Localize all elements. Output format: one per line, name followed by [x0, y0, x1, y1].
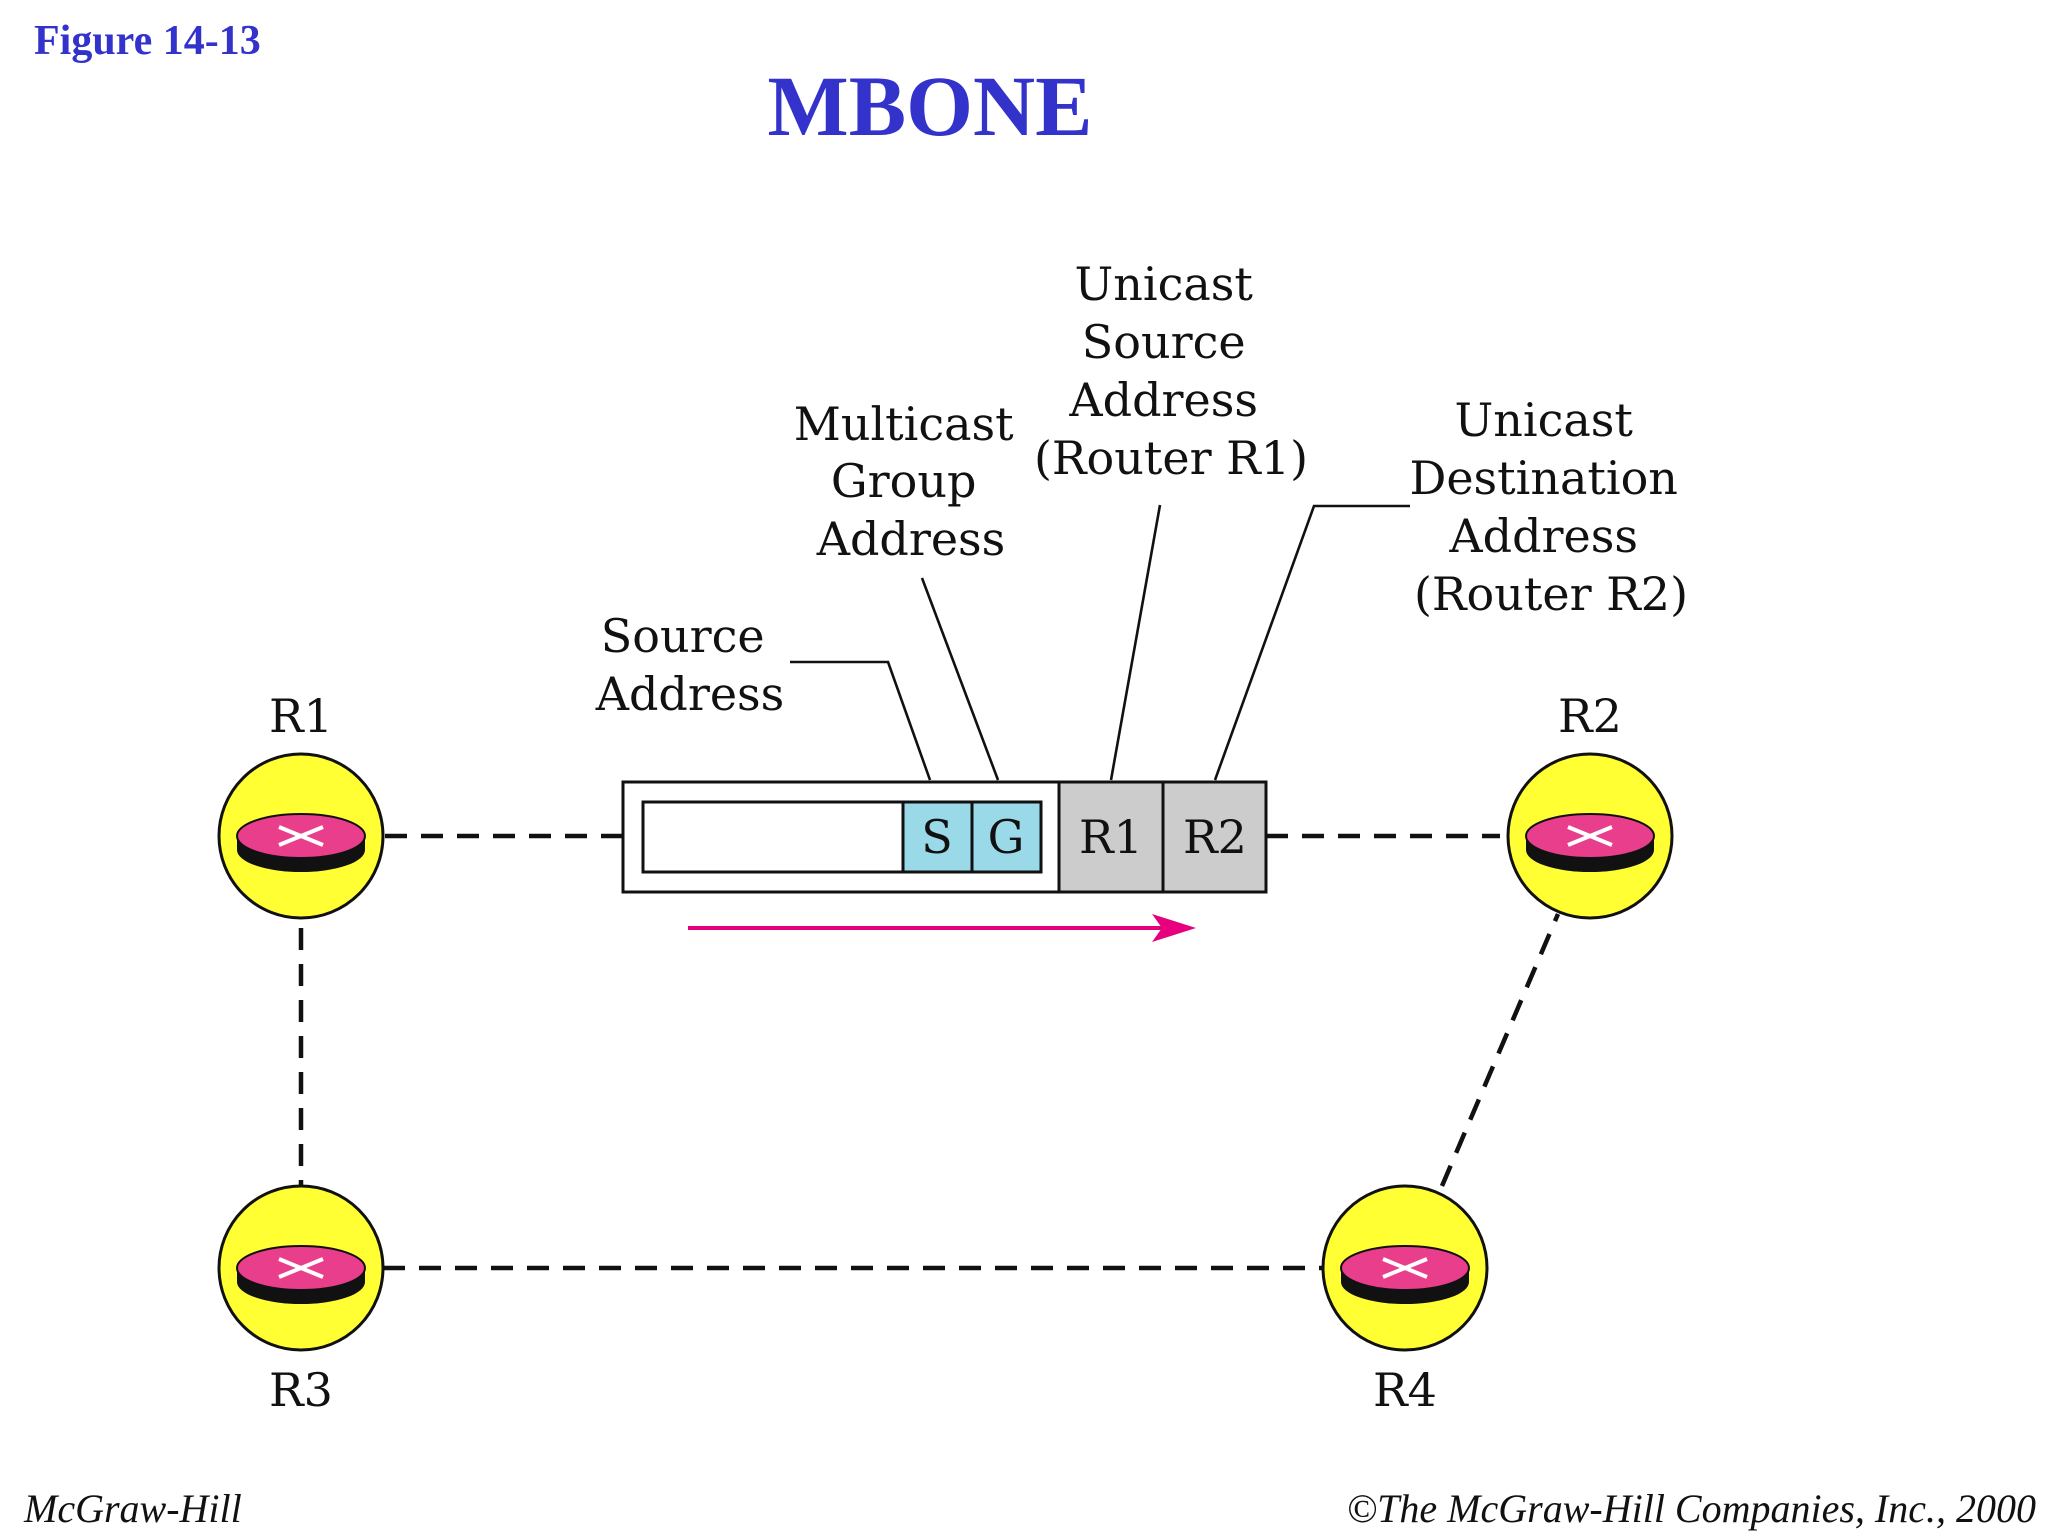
link-r4-r2: [1439, 913, 1561, 1187]
packet: S G R1 R2: [621, 780, 1268, 894]
source-field: [901, 800, 974, 874]
annotation-source-address: Source Address: [595, 609, 785, 721]
router-icon: [1321, 1184, 1489, 1352]
router-r2: [1506, 752, 1674, 920]
group-field: [970, 800, 1043, 874]
annotation-unicast-source-address: Unicast Source Address (Router R1): [1034, 257, 1308, 485]
router-label-r4: R4: [1373, 1363, 1437, 1417]
leader-multicast-group: [920, 577, 1000, 781]
group-field-label: G: [988, 810, 1025, 864]
footer-publisher: McGraw-Hill: [23, 1486, 242, 1531]
direction-arrow-icon: [688, 914, 1196, 942]
unicast-source-field-label: R1: [1079, 810, 1143, 864]
router-icon: [1506, 752, 1674, 920]
leader-unicast-destination: [1213, 504, 1410, 781]
unicast-dest-field: [1161, 780, 1268, 894]
unicast-dest-field-label: R2: [1183, 810, 1247, 864]
router-r1: [217, 752, 385, 920]
leader-source-address: [790, 660, 932, 781]
router-icon: [217, 1184, 385, 1352]
router-r4: [1321, 1184, 1489, 1352]
source-field-label: S: [921, 810, 953, 864]
leader-unicast-source: [1109, 504, 1162, 781]
router-label-r3: R3: [269, 1363, 333, 1417]
router-r3: [217, 1184, 385, 1352]
router-label-r1: R1: [269, 689, 333, 743]
router-icon: [217, 752, 385, 920]
annotation-unicast-destination-address: Unicast Destination Address (Router R2): [1409, 393, 1692, 621]
page-title: MBONE: [768, 58, 1093, 154]
footer-copyright: ©The McGraw-Hill Companies, Inc., 2000: [1347, 1486, 2036, 1531]
figure-label: Figure 14-13: [34, 18, 261, 64]
annotation-multicast-group-address: Multicast Group Address: [794, 397, 1029, 566]
router-label-r2: R2: [1558, 689, 1622, 743]
